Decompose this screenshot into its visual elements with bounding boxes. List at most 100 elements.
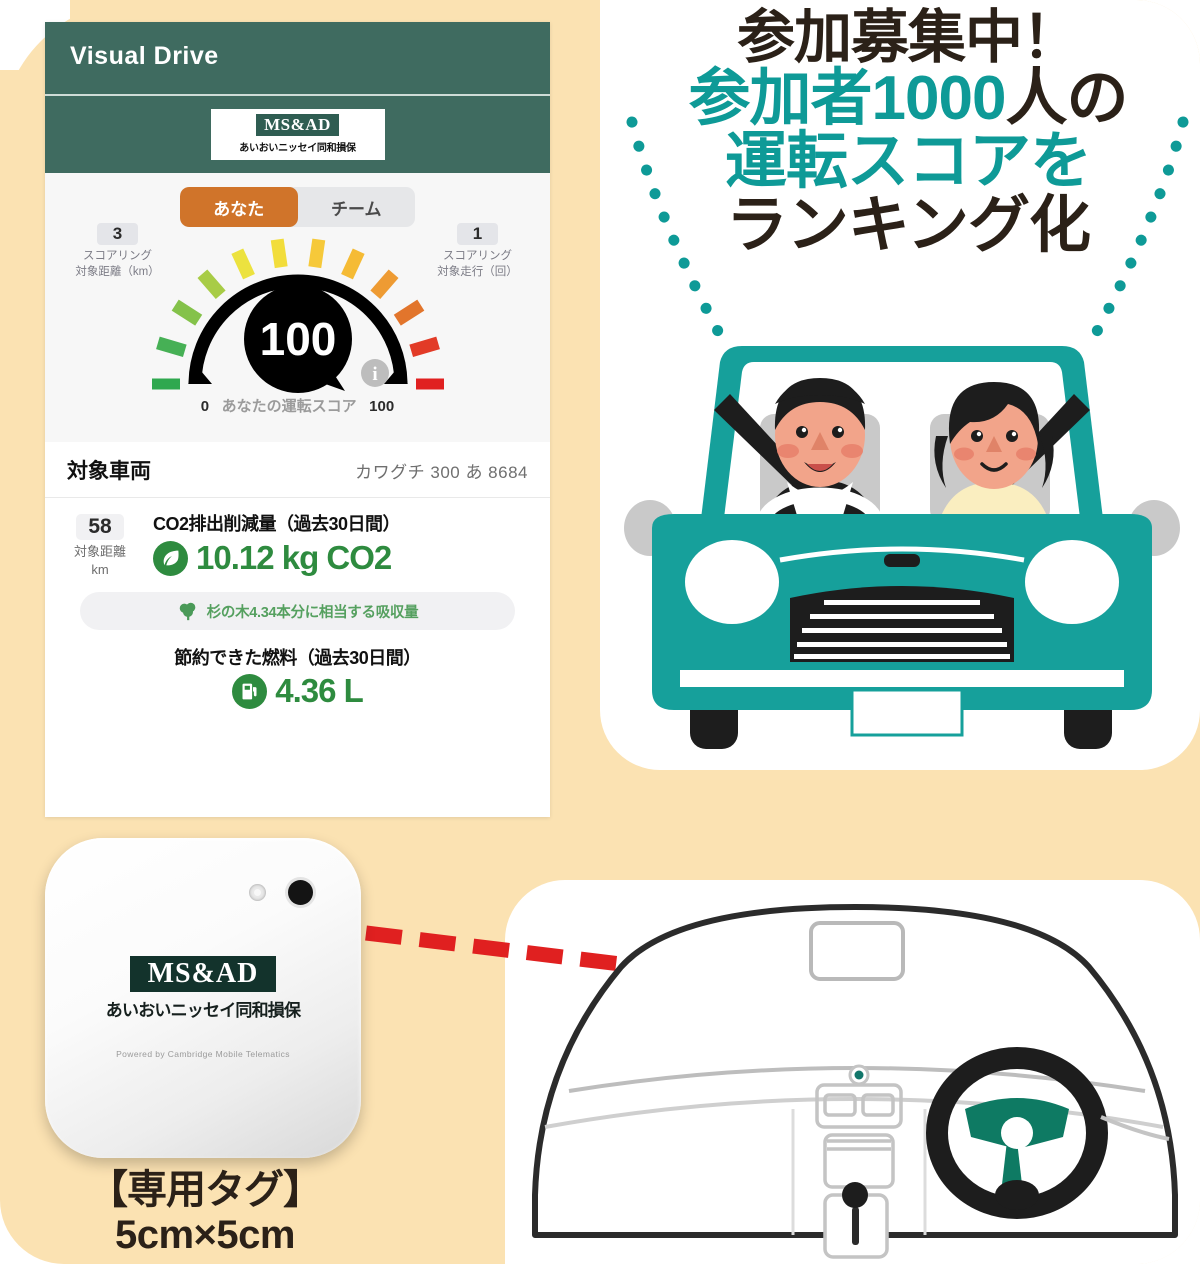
gauge-scale-labels: 0 あなたの運転スコア 100 (45, 395, 550, 416)
stat-scoring-trips-value: 1 (456, 223, 499, 245)
stat-scoring-distance: 3 スコアリング 対象距離（km） (55, 223, 180, 280)
dotted-accent-right (1089, 116, 1189, 341)
fuel-saved-heading: 節約できた燃料（過去30日間） (174, 648, 421, 669)
tag-caption-line-2: 5cm×5cm (115, 1212, 295, 1257)
dotted-accent-left (626, 116, 726, 341)
stat-scoring-trips-label: スコアリング 対象走行（回） (415, 249, 540, 280)
stat-scoring-distance-value: 3 (96, 223, 139, 245)
fuel-pump-icon (232, 673, 268, 709)
score-bubble (244, 285, 352, 393)
tag-powered-by: Powered by Cambridge Mobile Telematics (116, 1049, 290, 1059)
car-with-passengers-illustration (624, 346, 1180, 749)
headlight-left (685, 540, 779, 624)
eco-distance-label: 対象距離 km (61, 543, 139, 578)
gauge-svg: 100 i (152, 238, 444, 393)
tag-caption: 【専用タグ】 5cm×5cm (45, 1168, 365, 1258)
tag-logo-subtitle: あいおいニッセイ同和損保 (105, 1001, 301, 1020)
grille (790, 586, 1014, 662)
gauge-foot-left (188, 371, 212, 384)
driver-figure (762, 378, 878, 536)
grille-slats (794, 600, 1010, 659)
stat-right-l2: 対象走行（回） (437, 265, 518, 278)
driving-score-gauge: 100 i (45, 221, 550, 396)
gauge-tick (171, 299, 203, 326)
eco-distance: 58 対象距離 km (61, 510, 139, 578)
car-interior-illustration (532, 904, 1178, 1259)
steering-wheel-interior (926, 1047, 1108, 1219)
stat-scoring-distance-label: スコアリング 対象距離（km） (55, 249, 180, 280)
gauge-tick (308, 238, 326, 269)
headline-line-2: 参加者1000人の (648, 67, 1168, 130)
gauge-tick (270, 238, 288, 269)
license-plate (850, 688, 964, 737)
rearview-mirror (809, 921, 905, 981)
eco-distance-l1: 対象距離 (73, 544, 126, 559)
eco-co2-value: 10.12 kg CO2 (196, 539, 392, 576)
gauge-foot-right (384, 371, 408, 384)
target-vehicle-label: 対象車両 (67, 460, 151, 483)
tree-icon (177, 600, 199, 622)
hood-emblem (884, 554, 920, 567)
fuel-saved-row: 4.36 L (45, 672, 550, 710)
app-header: Visual Drive (45, 22, 550, 94)
headlight-right (1025, 540, 1119, 624)
headline-line-3: 運転スコアを (724, 127, 1092, 197)
gauge-tick (231, 248, 255, 280)
app-screenshot-card: Visual Drive MS&AD あいおいニッセイ同和損保 あなた チーム … (45, 22, 550, 817)
hood-line (779, 546, 1025, 563)
stat-left-l2: 対象距離（km） (75, 265, 160, 278)
gauge-tick (197, 269, 226, 300)
headline-line-2-a: 参加者1000 (688, 64, 1007, 134)
tag-caption-line-1: 【専用タグ】 (88, 1168, 323, 1212)
stat-right-l1: スコアリング (443, 250, 512, 262)
score-bubble-tail (317, 371, 345, 391)
bumper (680, 670, 1124, 687)
eco-co2-heading: CO2排出削減量（過去30日間） (153, 514, 401, 534)
msad-logo-mark: MS&AD (256, 114, 339, 136)
gauge-max-label: 100 (369, 398, 395, 415)
tree-equivalent-pill: 杉の木4.34本分に相当する吸収量 (80, 592, 515, 631)
console-indicator-dot (854, 1070, 864, 1080)
fuel-saved-value: 4.36 L (275, 672, 364, 710)
gear-shift (823, 1182, 889, 1259)
eco-distance-value: 58 (76, 514, 124, 540)
gauge-tick (156, 336, 187, 358)
stat-left-l1: スコアリング (83, 250, 152, 262)
leaf-icon (153, 540, 188, 576)
app-title: Visual Drive (70, 42, 219, 70)
tab-you[interactable]: あなた (180, 187, 298, 227)
fuel-saved: 節約できた燃料（過去30日間） 4.36 L (45, 644, 550, 710)
stat-scoring-trips: 1 スコアリング 対象走行（回） (415, 223, 540, 280)
gauge-tick (393, 299, 425, 326)
tag-led-small-icon (249, 884, 266, 901)
app-logo-bar: MS&AD あいおいニッセイ同和損保 (45, 94, 550, 173)
gauge-min-label: 0 (200, 398, 210, 415)
console-edges (791, 1109, 927, 1235)
gauge-arc (188, 274, 408, 385)
headline-line-2-b: 人の (1005, 64, 1128, 134)
tab-team[interactable]: チーム (331, 199, 382, 219)
headline-line-1: 参加募集中！ (736, 5, 1080, 70)
driving-score-panel: あなた チーム 3 スコアリング 対象距離（km） 1 スコアリング 対象走行（… (45, 173, 550, 442)
target-vehicle-plate: カワグチ 300 あ 8684 (355, 463, 528, 482)
tree-equivalent-text: 杉の木4.34本分に相当する吸収量 (206, 604, 419, 621)
eco-co2-row: 10.12 kg CO2 (153, 539, 534, 577)
info-icon-glyph: i (372, 364, 377, 385)
eco-co2: CO2排出削減量（過去30日間） 10.12 kg CO2 (153, 510, 534, 578)
telematics-tag-device: MS&AD あいおいニッセイ同和損保 Powered by Cambridge … (45, 838, 361, 1158)
gauge-tick (370, 269, 399, 300)
gauge-tick (341, 248, 365, 280)
tag-button-icon (288, 880, 313, 905)
info-icon[interactable] (361, 359, 389, 387)
promo-headline: 参加募集中！ 参加者1000人の 運転スコアを ランキング化 (648, 8, 1168, 257)
scope-toggle[interactable]: あなた チーム (180, 187, 415, 227)
tag-branding: MS&AD あいおいニッセイ同和損保 Powered by Cambridge … (45, 956, 361, 1059)
msad-logo: MS&AD あいおいニッセイ同和損保 (210, 109, 385, 160)
gauge-tick (409, 336, 440, 358)
tag-logo-mark: MS&AD (129, 956, 277, 992)
headline-white-panel (600, 0, 1200, 330)
score-value: 100 (260, 313, 337, 365)
target-vehicle-row: 対象車両 カワグチ 300 あ 8684 (45, 442, 550, 498)
door-line-right (1100, 1115, 1170, 1141)
eco-distance-l2: km (91, 561, 109, 577)
